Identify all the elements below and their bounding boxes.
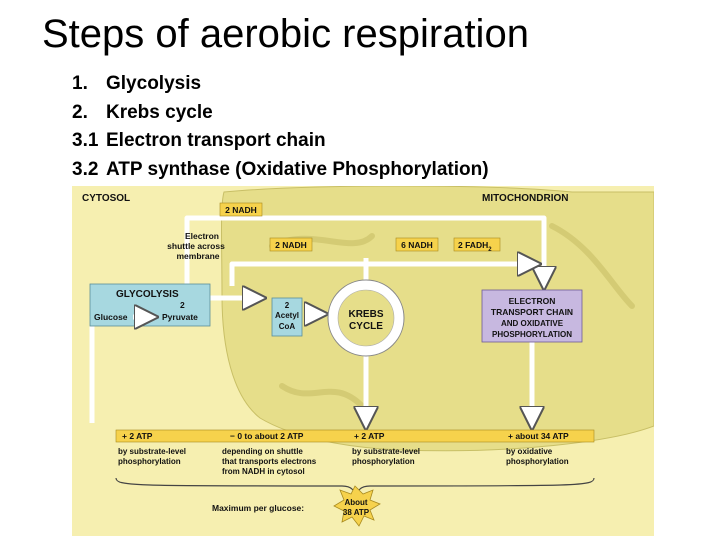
step-label: Electron transport chain xyxy=(106,130,326,151)
note-glycolysis: by substrate-level xyxy=(118,447,186,456)
atp-shuttle: − 0 to about 2 ATP xyxy=(230,431,304,441)
nadh-top-box xyxy=(219,202,263,217)
etc-line: ELECTRON xyxy=(509,296,556,306)
mitochondrion-label: MITOCHONDRION xyxy=(482,193,568,204)
atp-bar xyxy=(115,429,595,443)
step-number: 3.2 xyxy=(72,158,99,180)
note-shuttle: depending on shuttle xyxy=(222,447,303,456)
nadh-2-label: 2 NADH xyxy=(275,240,307,250)
pyruvate-label: Pyruvate xyxy=(162,312,198,322)
etc-line: TRANSPORT CHAIN xyxy=(491,307,573,317)
nadh-2-box xyxy=(269,237,313,252)
max-label: Maximum per glucose: xyxy=(212,503,304,513)
pyruvate-number: 2 xyxy=(180,300,185,310)
respiration-diagram: CYTOSOL MITOCHONDRION 2 NADH Electron sh… xyxy=(72,186,654,536)
note-shuttle: from NADH in cytosol xyxy=(222,467,305,476)
step-label: ATP synthase (Oxidative Phosphorylation) xyxy=(106,158,489,180)
step-number: 2. xyxy=(72,101,88,123)
step-number: 1. xyxy=(72,73,88,94)
step-item: 3.2 ATP synthase (Oxidative Phosphorylati… xyxy=(72,156,489,185)
shuttle-line: membrane xyxy=(177,251,220,261)
acetyl-line: 2 xyxy=(285,301,290,310)
acetyl-line: CoA xyxy=(279,322,296,331)
etc-line: AND OXIDATIVE xyxy=(501,319,564,328)
note-oxidative: phosphorylation xyxy=(506,457,569,466)
atp-krebs: + 2 ATP xyxy=(354,431,385,441)
fadh-label: 2 FADH2 xyxy=(458,240,492,253)
arrow-nadh-top xyxy=(184,215,544,286)
acetyl-coa-box xyxy=(271,297,303,337)
acetyl-line: Acetyl xyxy=(275,311,299,320)
note-oxidative: by oxidative xyxy=(506,447,553,456)
steps-list: 1. Glycolysis 2. Krebs cycle 3.1 Electron t… xyxy=(72,70,489,184)
step-item: 2. Krebs cycle xyxy=(72,99,489,128)
step-label: Krebs cycle xyxy=(106,101,213,123)
krebs-line: CYCLE xyxy=(349,321,383,332)
step-number: 3.1 xyxy=(72,130,99,151)
arrow-shuttle-nadh xyxy=(229,264,537,286)
step-item: 1. Glycolysis xyxy=(72,70,489,99)
etc-line: PHOSPHORYLATION xyxy=(492,330,572,339)
fadh-box xyxy=(453,237,501,252)
note-krebs: by substrate-level xyxy=(352,447,420,456)
etc-box xyxy=(481,289,583,343)
step-item: 3.1 Electron transport chain xyxy=(72,127,489,156)
nadh-6-box xyxy=(395,237,439,252)
max-value-line: About xyxy=(344,498,367,507)
glycolysis-label: GLYCOLYSIS xyxy=(116,289,179,300)
note-krebs: phosphorylation xyxy=(352,457,415,466)
max-value-line: 38 ATP xyxy=(343,508,370,517)
atp-glycolysis: + 2 ATP xyxy=(122,431,153,441)
nadh-top-label: 2 NADH xyxy=(225,205,257,215)
nadh-6-label: 6 NADH xyxy=(401,240,433,250)
flow-arrows xyxy=(89,215,544,426)
atp-oxidative: + about 34 ATP xyxy=(508,431,569,441)
max-starburst xyxy=(333,485,381,527)
krebs-line: KREBS xyxy=(348,309,383,320)
step-label: Glycolysis xyxy=(106,73,202,94)
cytosol-label: CYTOSOL xyxy=(82,193,130,204)
krebs-cycle-center xyxy=(337,289,395,347)
shuttle-line: shuttle across xyxy=(167,241,225,251)
note-shuttle: that transports electrons xyxy=(222,457,317,466)
note-glycolysis: phosphorylation xyxy=(118,457,181,466)
shuttle-line: Electron xyxy=(185,231,219,241)
glucose-label: Glucose xyxy=(94,312,128,322)
page-title: Steps of aerobic respiration xyxy=(42,12,529,56)
